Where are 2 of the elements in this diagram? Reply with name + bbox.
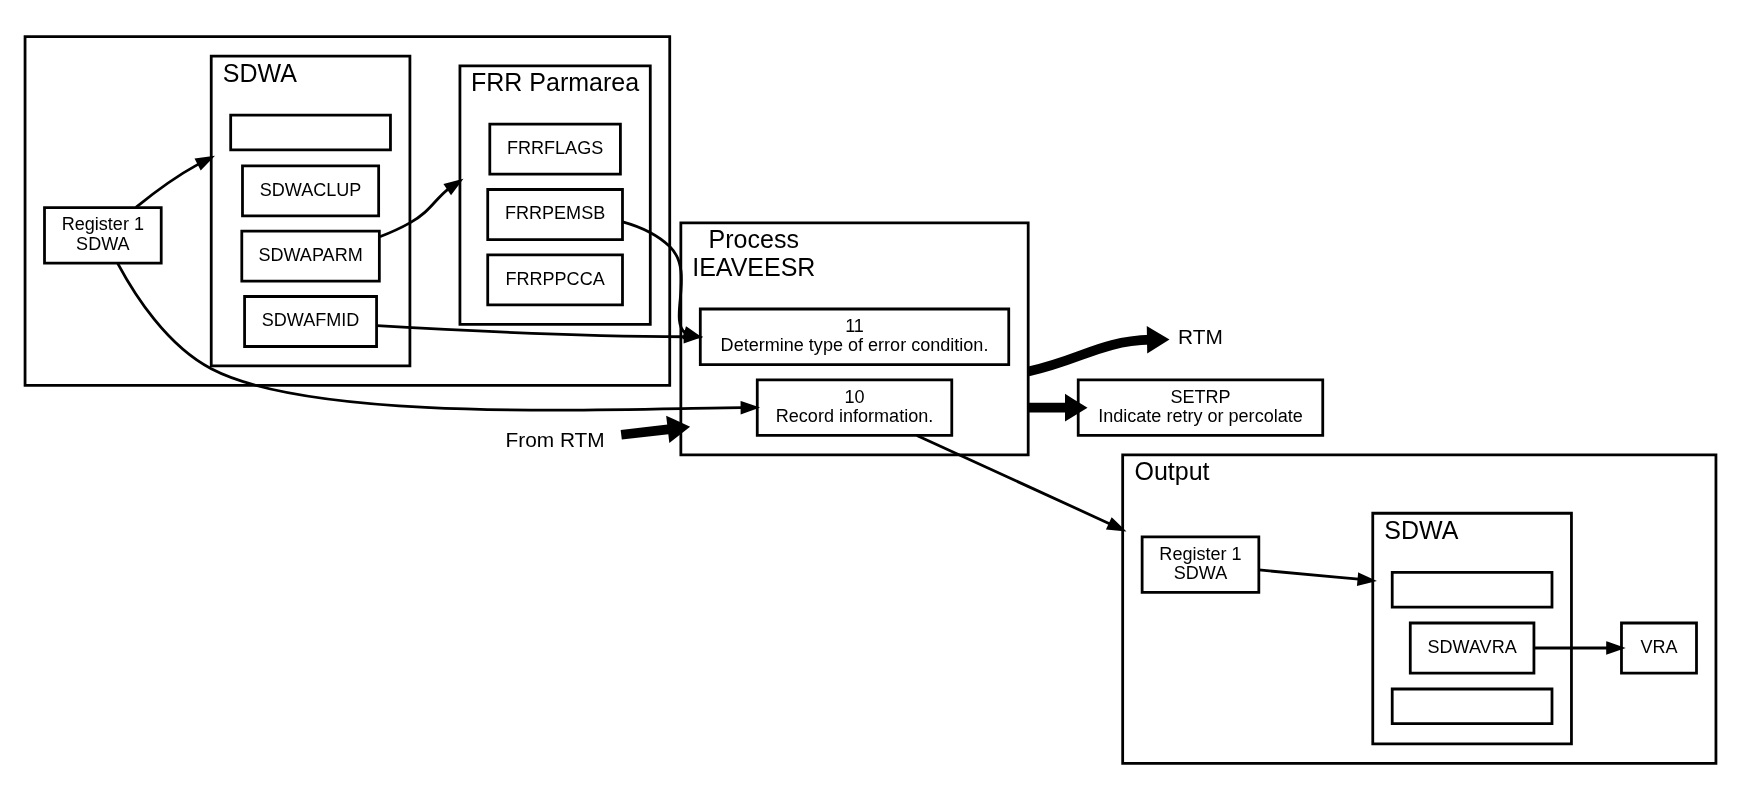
node-text: RTM: [1178, 324, 1223, 348]
node-text: From RTM: [505, 427, 605, 451]
